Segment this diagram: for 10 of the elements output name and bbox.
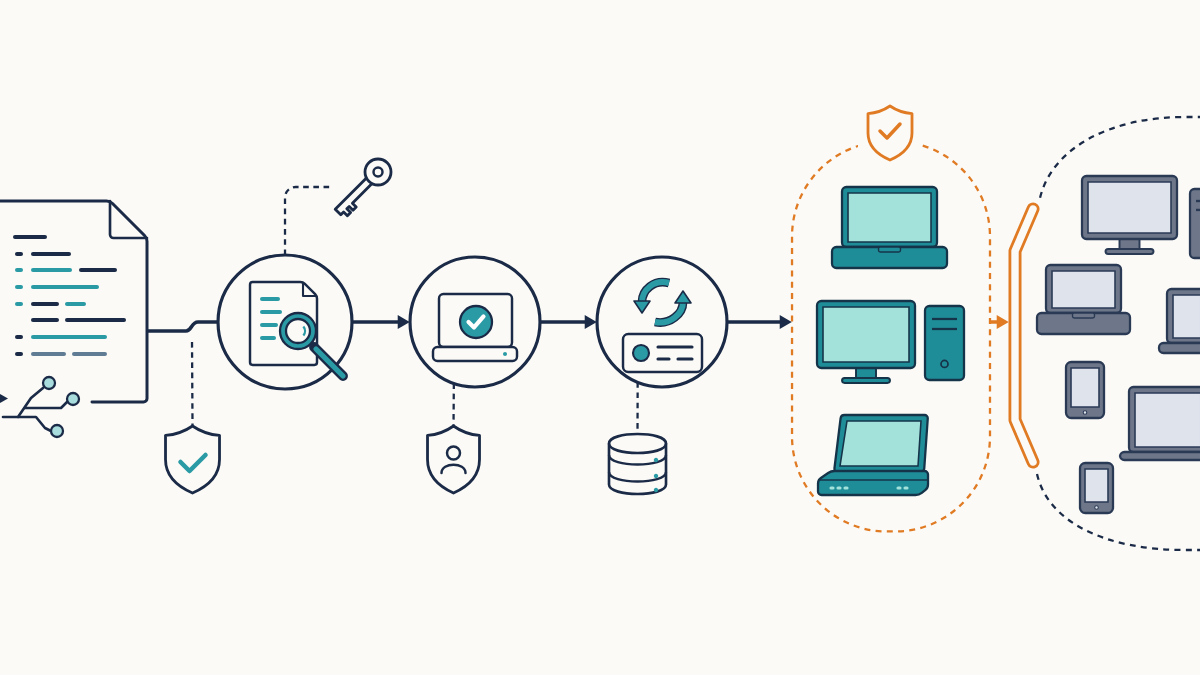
dashed-region bbox=[1035, 115, 1200, 552]
connector-line bbox=[147, 320, 218, 333]
firewall-bracket bbox=[1008, 202, 1040, 469]
database-icon bbox=[607, 432, 668, 496]
shield-icon bbox=[164, 424, 221, 495]
dashed-line bbox=[190, 342, 194, 426]
key-icon bbox=[333, 157, 393, 218]
dashed-line bbox=[452, 383, 455, 426]
shield-icon bbox=[426, 424, 481, 495]
code-document bbox=[0, 199, 149, 404]
